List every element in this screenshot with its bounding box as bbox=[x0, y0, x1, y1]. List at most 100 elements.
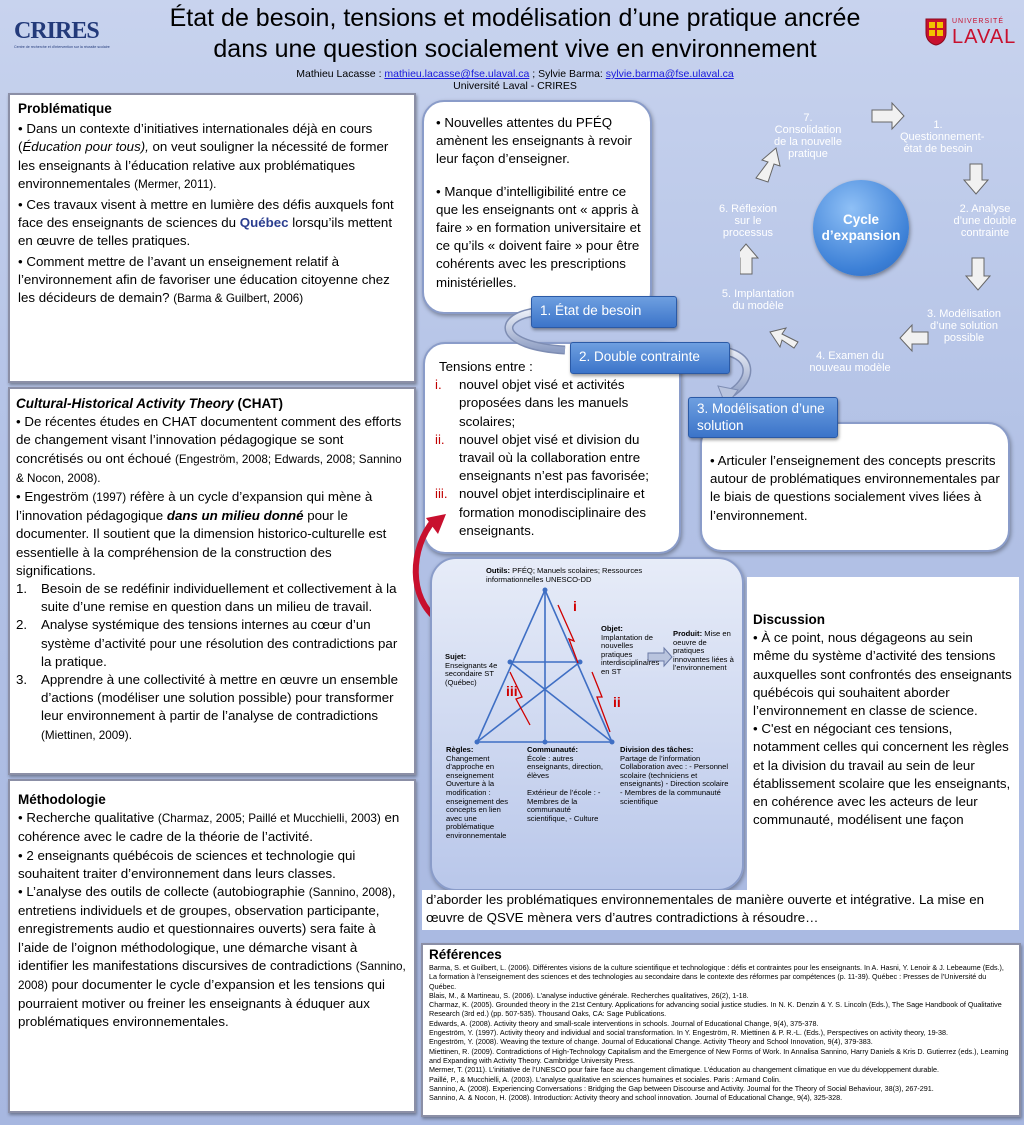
discussion-panel bbox=[747, 577, 1019, 893]
methodologie-para-2: • 2 enseignants québécois de sciences et… bbox=[18, 847, 356, 881]
problematique-para-3: • Comment mettre de l’avant un enseignem… bbox=[18, 253, 406, 309]
solution-box: • Articuler l’enseignement des concepts … bbox=[700, 422, 1010, 552]
solution-para-1: • Articuler l’enseignement des concepts … bbox=[710, 453, 1000, 523]
chat-title-rest: (CHAT) bbox=[233, 396, 284, 411]
triangle-line bbox=[509, 661, 613, 743]
chat-p2-a: • Engeström bbox=[16, 489, 93, 505]
chat-item-text: Apprendre à une collectivité à mettre en… bbox=[41, 671, 408, 745]
chat-panel: Cultural-Historical Activity Theory (CHA… bbox=[8, 387, 416, 775]
chat-title: Cultural-Historical Activity Theory (CHA… bbox=[16, 395, 408, 413]
cycle-step-7: 7. Consolidation de la nouvelle pratique bbox=[774, 112, 842, 160]
problematique-p1-cite: (Mermer, 2011). bbox=[134, 177, 217, 191]
label-etat-besoin: 1. État de besoin bbox=[531, 296, 677, 328]
cycle-center-label: Cycle d’expansion bbox=[821, 212, 901, 243]
triangle-node bbox=[507, 659, 513, 665]
references-title: Références bbox=[429, 947, 502, 962]
triangle-node bbox=[542, 739, 548, 745]
title-line-1: État de besoin, tensions et modélisation… bbox=[169, 4, 861, 32]
chat-item-number: 2. bbox=[16, 617, 28, 633]
label-double-contrainte: 2. Double contrainte bbox=[570, 342, 730, 374]
chat-p1-a: • De récentes études en CHAT documentent… bbox=[16, 414, 402, 466]
division-label: Division des tâches: bbox=[620, 745, 694, 754]
methodologie-p1-a: • Recherche qualitative bbox=[18, 810, 158, 826]
crires-logo: CRIRES Centre de recherche et d'interven… bbox=[14, 18, 110, 54]
reference-item: Paillé, P., & Mucchielli, A. (2003). L’a… bbox=[429, 1074, 781, 1084]
regles-text: Changement d’approche en enseignement Ou… bbox=[446, 753, 509, 840]
communaute-text-1: École : autres enseignants, direction, é… bbox=[527, 753, 603, 780]
activity-triangle bbox=[474, 587, 673, 745]
discussion-title: Discussion bbox=[753, 612, 826, 627]
chat-p2-d: pour le documenter. Il soutient que la d… bbox=[16, 508, 387, 578]
chat-item-3-cite: (Miettinen, 2009). bbox=[41, 728, 132, 742]
author2-prefix: ; Sylvie Barma: bbox=[529, 68, 606, 80]
chat-para-2: • Engeström (1997) réfère à un cycle d’e… bbox=[16, 488, 408, 580]
triangle-node bbox=[542, 587, 548, 593]
chat-item-number: 3. bbox=[16, 672, 28, 688]
cycle-step-5: 5. Implantation du modèle bbox=[721, 288, 795, 312]
methodologie-title: Méthodologie bbox=[18, 792, 106, 807]
tension-item: ii. nouvel objet visé et division du tra… bbox=[435, 431, 671, 486]
triangle-node bbox=[474, 739, 480, 745]
tension-marker-ii: ii bbox=[613, 694, 621, 710]
problematique-p2-c: lorsqu’ils mettent en œuvre de telles pr… bbox=[18, 215, 393, 249]
triangle-line bbox=[476, 661, 581, 743]
chat-item-text: Analyse systémique des tensions internes… bbox=[41, 616, 408, 671]
author1-email-link[interactable]: mathieu.lacasse@fse.ulaval.ca bbox=[384, 68, 530, 80]
sujet-label: Sujet: bbox=[445, 652, 467, 661]
methodologie-p3-b: , entretiens individuels et de groupes, … bbox=[18, 884, 396, 973]
affiliation: Université Laval - CRIRES bbox=[453, 80, 577, 92]
triangle-sujet: Sujet:Enseignants 4e secondaire ST (Québ… bbox=[445, 652, 499, 687]
reference-item: Barma, S. et Guilbert, L. (2006). Différ… bbox=[429, 963, 1004, 991]
problematique-panel: Problématique • Dans un contexte d’initi… bbox=[8, 93, 416, 383]
reference-item: Charmaz, K. (2005). Grounded theory in t… bbox=[429, 1000, 1002, 1019]
label-modelisation: 3. Modélisation d’une solution bbox=[688, 397, 838, 438]
tension-number: iii. bbox=[435, 486, 448, 502]
tension-bolt-iii bbox=[509, 671, 531, 726]
methodologie-panel: Méthodologie • Recherche qualitative (Ch… bbox=[8, 779, 416, 1113]
outils-text: PFÉQ; Manuels scolaires; Ressources info… bbox=[486, 566, 643, 584]
problematique-p1-a: • Dans un contexte d’initiatives interna… bbox=[18, 121, 373, 155]
references-panel: Références Barma, S. et Guilbert, L. (20… bbox=[421, 943, 1021, 1117]
cycle-arrow-1-2 bbox=[962, 163, 990, 195]
chat-list-item: 3. Apprendre à une collectivité à mettre… bbox=[16, 671, 408, 745]
objet-text: Implantation de nouvelles pratiques inte… bbox=[601, 632, 660, 676]
reference-item: Engeström, Y. (2008). Weaving the textur… bbox=[429, 1037, 873, 1047]
problematique-p3-a: • Comment mettre de l’avant un enseignem… bbox=[18, 253, 390, 306]
references-list: Barma, S. et Guilbert, L. (2006). Différ… bbox=[429, 963, 1013, 1102]
cycle-arrow-6-7 bbox=[755, 147, 781, 183]
chat-p2-emph: dans un milieu donné bbox=[166, 508, 304, 524]
communaute-label: Communauté: bbox=[527, 745, 579, 754]
chat-item-1-text: Besoin de se redéfinir individuellement … bbox=[41, 581, 397, 615]
tension-item: i. nouvel objet visé et activités propos… bbox=[435, 376, 671, 431]
author2-email-link[interactable]: sylvie.barma@fse.ulaval.ca bbox=[605, 68, 734, 80]
cycle-center-circle: Cycle d’expansion bbox=[813, 180, 909, 276]
cycle-step-4: 4. Examen du nouveau modèle bbox=[809, 350, 891, 374]
sujet-text: Enseignants 4e secondaire ST (Québec) bbox=[445, 660, 498, 687]
methodologie-p3-cite-2: (Sannino, 2008) bbox=[18, 959, 406, 993]
chat-p2-b: réfère à un cycle d’expansion qui mène à… bbox=[16, 489, 373, 524]
cycle-arrow-4-5 bbox=[769, 327, 799, 349]
problematique-title: Problématique bbox=[18, 101, 112, 116]
cycle-arrow-2-3 bbox=[964, 257, 992, 291]
laval-logo-top: UNIVERSITÉ bbox=[952, 18, 1005, 25]
cycle-arrow-5-6 bbox=[740, 243, 760, 275]
methodologie-para-1: • Recherche qualitative (Charmaz, 2005; … bbox=[18, 809, 406, 846]
tension-item: iii. nouvel objet interdisciplinaire et … bbox=[435, 485, 671, 540]
objet-label: Objet: bbox=[601, 624, 623, 633]
methodologie-p3-a: • L’analyse des outils de collecte (auto… bbox=[18, 884, 309, 900]
cycle-step-2: 2. Analyse d’une double contrainte bbox=[953, 203, 1017, 239]
tension-number: ii. bbox=[435, 431, 445, 447]
chat-para-1: • De récentes études en CHAT documentent… bbox=[16, 413, 408, 488]
red-curved-arrow bbox=[412, 514, 446, 623]
besoin-box: • Nouvelles attentes du PFÉQ amènent les… bbox=[422, 100, 652, 314]
cycle-arrow-3-4 bbox=[899, 323, 929, 353]
tension-marker-i: i bbox=[573, 598, 577, 614]
triangle-division: Division des tâches:Partage de l’informa… bbox=[620, 745, 732, 806]
tension-text: nouvel objet interdisciplinaire et forma… bbox=[459, 486, 646, 538]
chat-item-text: Besoin de se redéfinir individuellement … bbox=[41, 580, 408, 616]
tension-text: nouvel objet visé et division du travail… bbox=[459, 431, 649, 484]
methodologie-p1-b: en cohérence avec le cadre de la théorie… bbox=[18, 810, 400, 845]
problematique-p1-c: on veut souligner la nécessité de former… bbox=[18, 139, 389, 191]
methodologie-p3-c: pour documenter le cycle d’expansion et … bbox=[18, 977, 385, 1030]
laval-logo: UNIVERSITÉ LAVAL bbox=[925, 16, 1015, 50]
